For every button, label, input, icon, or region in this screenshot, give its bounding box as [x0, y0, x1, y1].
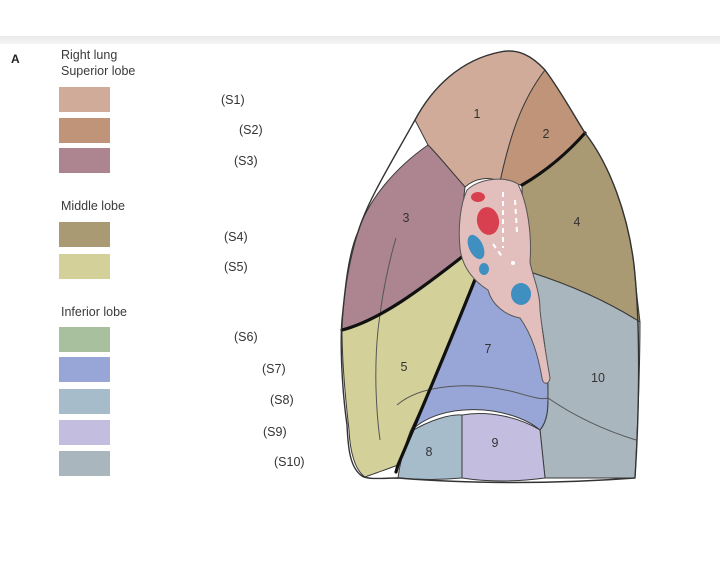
- code-s7: (S7): [262, 362, 286, 376]
- swatch-s7: [59, 357, 110, 382]
- header-bar: [0, 36, 720, 44]
- segment-divider: [547, 397, 637, 441]
- hilum: [458, 178, 551, 384]
- code-s8: (S8): [270, 393, 294, 407]
- segment-divider: [377, 237, 397, 331]
- segment-divider: [375, 329, 381, 441]
- segment-number: 2: [543, 127, 550, 141]
- code-s9: (S9): [263, 425, 287, 439]
- swatch-s9: [59, 420, 110, 445]
- group-title-middle: Middle lobe: [61, 199, 125, 213]
- segment-number: 9: [492, 436, 499, 450]
- artery-shape: [476, 207, 500, 235]
- code-s10: (S10): [274, 455, 305, 469]
- segment-number: 3: [403, 211, 410, 225]
- segment-number: 8: [426, 445, 433, 459]
- swatch-s1: [59, 87, 110, 112]
- swatch-s6: [59, 327, 110, 352]
- vein-shape: [479, 263, 489, 275]
- swatch-s10: [59, 451, 110, 476]
- segment-number: 10: [591, 371, 605, 385]
- horizontal-fissure: [340, 251, 469, 332]
- segment-number: 4: [574, 215, 581, 229]
- code-s4: (S4): [224, 230, 248, 244]
- vein-shape: [467, 234, 485, 260]
- swatch-s2: [59, 118, 110, 143]
- segment-number: 1: [474, 107, 481, 121]
- code-s2: (S2): [239, 123, 263, 137]
- swatch-s4: [59, 222, 110, 247]
- legend-title: Right lung: [61, 48, 118, 62]
- segment-number: 5: [401, 360, 408, 374]
- vein-shape: [511, 283, 531, 305]
- bronchus-marker: [492, 243, 504, 259]
- code-s6: (S6): [234, 330, 258, 344]
- group-title-inferior: Inferior lobe: [61, 305, 128, 319]
- segment-number: 7: [485, 342, 492, 356]
- segment-divider: [396, 385, 549, 406]
- lung-outline: [340, 50, 640, 484]
- group-title-superior: Superior lobe: [61, 64, 136, 78]
- swatch-s8: [59, 389, 110, 414]
- swatch-s3: [59, 148, 110, 173]
- code-s5: (S5): [224, 260, 248, 274]
- swatch-s5: [59, 254, 110, 279]
- segment-9: [461, 412, 546, 482]
- bronchus-marker: [511, 261, 515, 265]
- code-s1: (S1): [221, 93, 245, 107]
- panel-label: A: [11, 52, 20, 66]
- segment-numbers: 1 2 3 4 5 7 8 9 10: [401, 107, 605, 459]
- oblique-fissure-lower: [394, 270, 480, 474]
- code-s3: (S3): [234, 154, 258, 168]
- oblique-fissure-upper: [520, 131, 587, 187]
- artery-shape: [471, 192, 485, 202]
